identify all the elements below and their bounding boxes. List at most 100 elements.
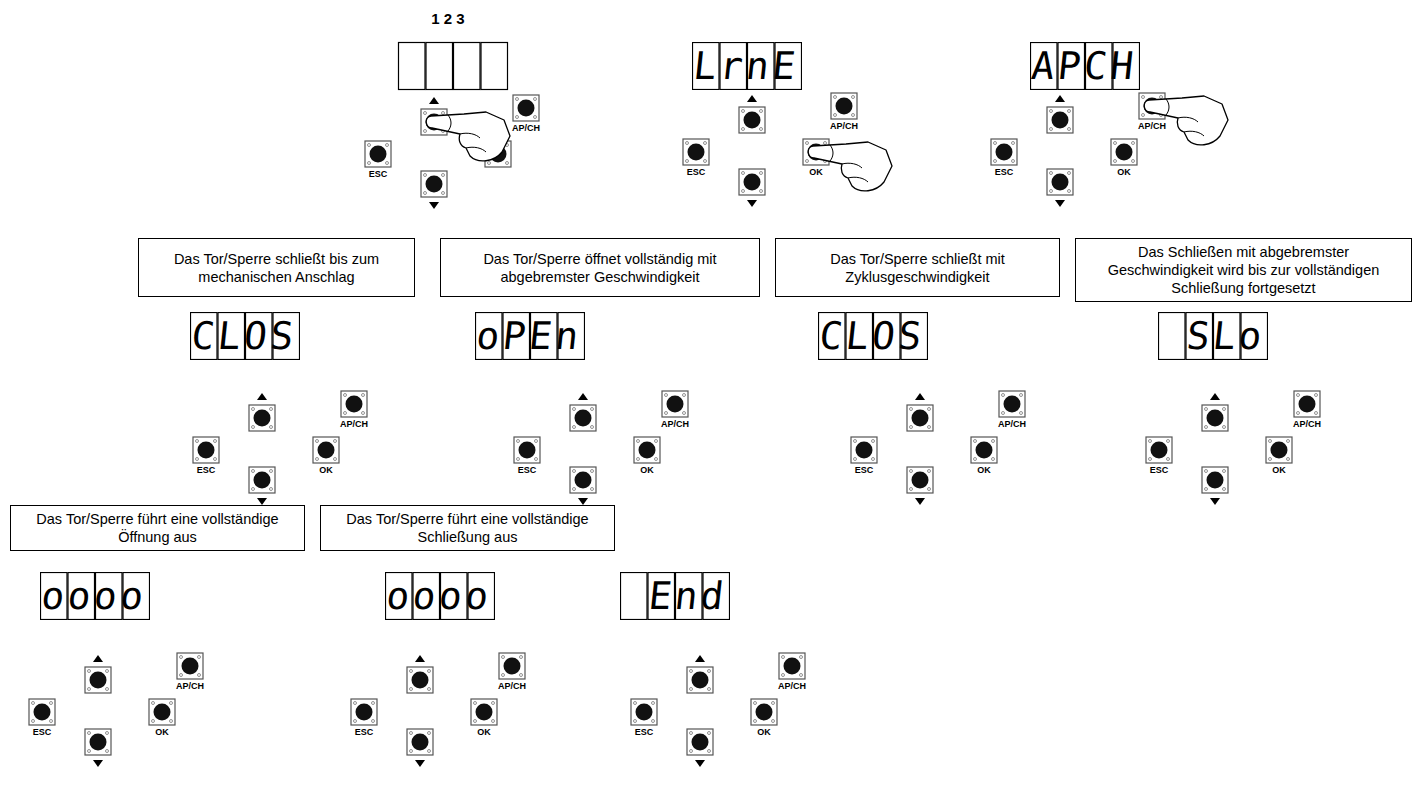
esc-button <box>514 437 540 463</box>
ok-button <box>1111 139 1137 165</box>
button-label: OK <box>977 465 991 475</box>
button-label: AP/CH <box>512 123 540 133</box>
down-button <box>421 171 447 197</box>
up-button <box>249 405 275 431</box>
down-arrow <box>1210 498 1220 505</box>
button-label: OK <box>1117 167 1131 177</box>
esc-button <box>851 437 877 463</box>
display-text: LrnE <box>689 42 801 90</box>
ok-button <box>751 699 777 725</box>
button-label: ESC <box>687 167 706 177</box>
note-text: Das Tor/Sperre schließt bis zum mechanis… <box>147 250 406 286</box>
down-arrow <box>429 202 439 209</box>
pressing-hand <box>1144 96 1228 145</box>
button-label: ESC <box>855 465 874 475</box>
esc-button <box>365 141 391 167</box>
apch-button <box>177 653 203 679</box>
ok-button <box>149 699 175 725</box>
esc-button <box>631 699 657 725</box>
button-label: ESC <box>518 465 537 475</box>
button-label: AP/CH <box>998 419 1026 429</box>
button-panels <box>29 93 1320 767</box>
apch-button <box>1294 391 1320 417</box>
button-label: OK <box>155 727 169 737</box>
note-box: Das Tor/Sperre schließt bis zum mechanis… <box>138 238 415 297</box>
esc-button <box>29 699 55 725</box>
apch-button <box>831 93 857 119</box>
down-button <box>907 467 933 493</box>
esc-button <box>193 437 219 463</box>
up-arrow <box>93 655 103 662</box>
up-arrow <box>429 97 439 104</box>
display-text: CLOS <box>187 312 299 360</box>
down-button <box>570 467 596 493</box>
display-text: oPEn <box>472 312 584 360</box>
down-button <box>1202 467 1228 493</box>
pressing-hand <box>808 142 892 191</box>
down-arrow <box>1055 200 1065 207</box>
apch-button <box>513 95 539 121</box>
note-box: Das Tor/Sperre schließt mit Zyklusgeschw… <box>775 238 1060 297</box>
button-label: AP/CH <box>830 121 858 131</box>
down-arrow <box>578 498 588 505</box>
down-button <box>249 467 275 493</box>
up-arrow <box>257 393 267 400</box>
apch-button <box>999 391 1025 417</box>
button-label: AP/CH <box>1138 121 1166 131</box>
button-label: ESC <box>1150 465 1169 475</box>
note-text: Das Tor/Sperre schließt mit Zyklusgeschw… <box>784 250 1051 286</box>
button-label: AP/CH <box>176 681 204 691</box>
segment-display: SLo <box>1158 312 1268 360</box>
button-label: OK <box>809 167 823 177</box>
up-button <box>1047 107 1073 133</box>
esc-button <box>351 699 377 725</box>
down-button <box>739 169 765 195</box>
esc-button <box>683 139 709 165</box>
segment-display: APCH <box>1030 42 1140 90</box>
step-numbers: 1 2 3 <box>431 10 464 27</box>
down-arrow <box>695 760 705 767</box>
button-label: ESC <box>355 727 374 737</box>
apch-button <box>779 653 805 679</box>
segment-display: LrnE <box>692 42 802 90</box>
up-arrow <box>695 655 705 662</box>
button-label: ESC <box>33 727 52 737</box>
pressing-hand <box>426 112 510 161</box>
up-button <box>85 667 111 693</box>
up-arrow <box>578 393 588 400</box>
display-text: End <box>617 572 728 620</box>
display-text: CLOS <box>815 312 927 360</box>
segment-display: CLOS <box>190 312 300 360</box>
button-label: ESC <box>995 167 1014 177</box>
button-label: ESC <box>197 465 216 475</box>
button-label: AP/CH <box>778 681 806 691</box>
up-button <box>687 667 713 693</box>
down-arrow <box>93 760 103 767</box>
down-arrow <box>747 200 757 207</box>
blank-display <box>399 43 508 90</box>
note-text: Das Schließen mit abgebremster Geschwind… <box>1084 243 1403 297</box>
segment-display: oooo <box>40 572 150 620</box>
up-arrow <box>1055 95 1065 102</box>
esc-button <box>1146 437 1172 463</box>
down-button <box>1047 169 1073 195</box>
segment-display: End <box>620 572 730 620</box>
note-box: Das Tor/Sperre führt eine vollständige Ö… <box>10 505 305 551</box>
down-arrow <box>257 498 267 505</box>
ok-button <box>313 437 339 463</box>
display-text: SLo <box>1155 312 1266 360</box>
button-label: ESC <box>369 169 388 179</box>
segment-display: CLOS <box>818 312 928 360</box>
ok-button <box>1266 437 1292 463</box>
button-label: ESC <box>635 727 654 737</box>
ok-button <box>471 699 497 725</box>
esc-button <box>991 139 1017 165</box>
note-box: Das Schließen mit abgebremster Geschwind… <box>1075 238 1412 302</box>
down-arrow <box>415 760 425 767</box>
ok-button <box>971 437 997 463</box>
button-label: AP/CH <box>1293 419 1321 429</box>
note-text: Das Tor/Sperre führt eine vollständige S… <box>329 510 606 546</box>
segment-display: oPEn <box>475 312 585 360</box>
up-arrow <box>1210 393 1220 400</box>
